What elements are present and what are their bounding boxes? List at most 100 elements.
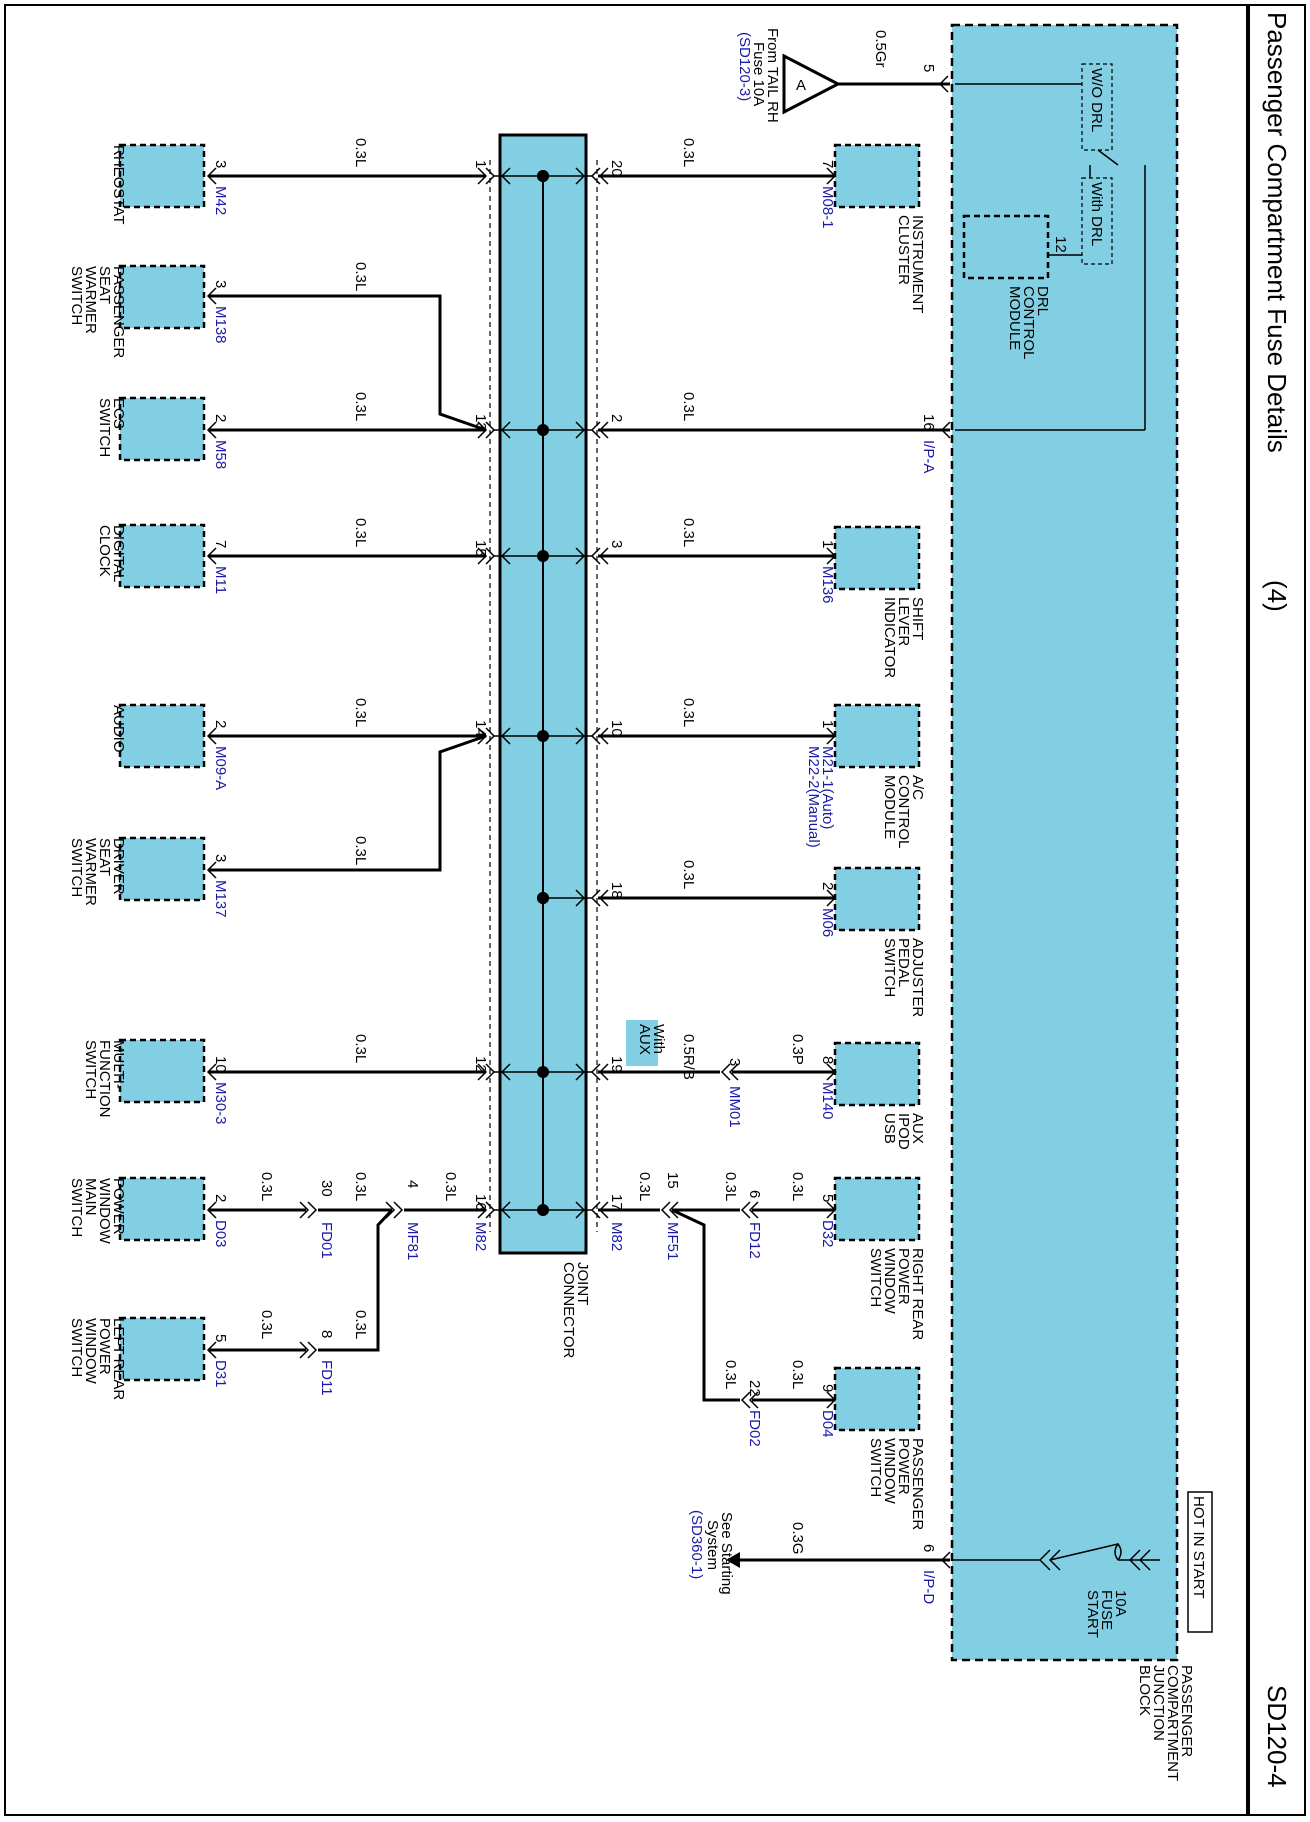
lower-component-pin-8: 5 [212, 1334, 229, 1342]
wire-lower-label-2: 0.3L [352, 392, 369, 421]
joint-pin-upper-3: 18 [608, 882, 625, 899]
wire-lower-label-0: 0.3L [352, 138, 369, 167]
lower-component-name-3-line-1: CLOCK [96, 525, 113, 577]
upper-component-box-4 [833, 1041, 921, 1107]
ipd-chevron [940, 1551, 951, 1569]
lower-component-conn-5: M137 [212, 880, 229, 918]
svg-text:START: START [1084, 1590, 1101, 1638]
joint-chevron-mf81 [477, 1201, 488, 1219]
ipa-conn: I/P-A [920, 440, 937, 473]
joint-pin-upper-1: 3 [608, 540, 625, 548]
ipd-wire-label: 0.3G [789, 1522, 806, 1555]
wire-lower-5 [208, 734, 487, 872]
lower-component-name-3-line-0: DIGITAL [110, 525, 127, 582]
ipd-arrow [726, 1552, 740, 1568]
upper-component-conn-2: M21-1(Auto) [819, 746, 836, 829]
upper-component-name-1-line-2: INDICATOR [881, 597, 898, 678]
wire-lower-label-5: 0.3L [352, 836, 369, 865]
aux-option-line-0: With [650, 1024, 667, 1054]
svg-text:BLOCK: BLOCK [1136, 1665, 1153, 1716]
page-title: Passenger Compartment Fuse Details [1262, 12, 1292, 453]
joint-inner-chevron-upper-1 [575, 547, 586, 565]
aux-inline-connector [720, 1063, 731, 1081]
fd12-wire-label: 0.3L [789, 1172, 806, 1201]
lower-component-name-6-line-0: MULTI- [110, 1040, 127, 1089]
fd11-conn: FD11 [318, 1360, 335, 1396]
wo-drl-label: W/O DRL [1088, 68, 1105, 132]
lower-component-name-5-line-3: SWITCH [68, 838, 85, 897]
fd02-connector [748, 1391, 759, 1409]
svg-text:CONTROL: CONTROL [1020, 286, 1037, 359]
upper-component-name-5-line-0: RIGHT REAR [909, 1248, 926, 1340]
upper-component-name-5-line-1: POWER [895, 1248, 912, 1305]
page-frame [4, 4, 1306, 1816]
page-title-index: (4) [1262, 580, 1292, 612]
joint-chevron-upper-3 [598, 889, 609, 907]
wire-upper-label-3: 0.3L [680, 860, 697, 889]
joint-connector-label: JOINT CONNECTOR [560, 1262, 591, 1359]
mf81-wire-a-label: 0.3L [352, 1172, 369, 1201]
lower-component-name-7-line-0: POWER [110, 1178, 127, 1235]
lower-component-conn-2: M58 [212, 440, 229, 469]
upper-component-box-3 [833, 866, 921, 932]
fd12-connector [740, 1201, 751, 1219]
lower-component-name-4-line-0: AUDIO [110, 705, 127, 753]
lower-component-conn-1: M138 [212, 306, 229, 344]
joint-inner-chevron-lower-3 [500, 547, 511, 565]
lower-component-pin-6: 10 [212, 1056, 229, 1073]
lower-component-box-1 [118, 264, 206, 330]
upper-component-name-6-line-2: WINDOW [881, 1438, 898, 1505]
upper-component-pin-6: 9 [819, 1384, 836, 1392]
fd12-pin: 6 [746, 1190, 763, 1198]
ipd-text-line-1: System [704, 1520, 721, 1570]
with-drl-box [1081, 177, 1113, 265]
lower-component-box-4 [118, 703, 206, 769]
upper-component-name-6-line-1: POWER [895, 1438, 912, 1495]
mf81-wire-label: 0.3L [442, 1172, 459, 1201]
lower-component-name-2-line-0: ECS [110, 398, 127, 429]
lower-component-box-2 [118, 396, 206, 462]
lower-component-pin-3: 7 [212, 540, 229, 548]
lower-component-conn-3: M11 [212, 566, 229, 594]
lower-component-pin-4: 2 [212, 720, 229, 728]
svg-text:PASSENGER: PASSENGER [1178, 1665, 1195, 1757]
lower-component-name-5-line-1: SEAT [96, 838, 113, 876]
fd11-pin: 8 [318, 1330, 335, 1338]
with-drl-label: With DRL [1088, 182, 1105, 246]
start-fuse [952, 1542, 1160, 1571]
lower-component-conn-4: M09-A [212, 746, 229, 790]
lower-component-conn-0: M42 [212, 186, 229, 215]
lower-component-name-1-line-1: SEAT [96, 266, 113, 304]
mf81-wire-b-label: 0.3L [352, 1310, 369, 1339]
svg-text:10A: 10A [1112, 1590, 1129, 1617]
joint-pin-lower-4: 14 [472, 720, 489, 737]
mf51-conn: MF51 [664, 1222, 681, 1260]
lower-component-name-8-line-3: SWITCH [68, 1318, 85, 1377]
connector-a-letter: A [796, 77, 806, 94]
connector-a-triangle [782, 53, 842, 115]
fd01-connector [307, 1201, 318, 1219]
fd01-connector [299, 1201, 310, 1219]
joint-pin-upper-2: 10 [608, 720, 625, 737]
joint-pin-lower-0: 1 [472, 160, 489, 168]
fd12-connector [748, 1201, 759, 1219]
lower-component-name-2-line-1: SWITCH [96, 398, 113, 457]
upper-component-pin-5: 5 [819, 1194, 836, 1202]
upper-component-pin-3: 2 [819, 882, 836, 890]
lower-component-name-5-line-2: WARMER [82, 838, 99, 906]
hot-in-start-label: HOT IN START [1190, 1496, 1207, 1599]
tail-pin: 5 [920, 64, 937, 72]
fd02-conn: FD02 [746, 1410, 763, 1447]
upper-component-conn-6: D04 [819, 1410, 836, 1438]
wire-upper-label-0: 0.3L [680, 138, 697, 167]
joint-inner-chevron-upper-3 [575, 889, 586, 907]
joint-chevron-aux [598, 1063, 609, 1081]
hot-in-start-box [1187, 1491, 1213, 1633]
passenger-compartment-junction-block [950, 23, 1179, 1662]
joint-chevron-upper-0 [598, 167, 609, 185]
joint-inner-chevron-lower-6 [500, 1063, 511, 1081]
upper-component-conn-4: M140 [819, 1082, 836, 1120]
tail-wire: 0.5Gr [872, 30, 889, 68]
ipd-conn: I/P-D [920, 1570, 937, 1604]
